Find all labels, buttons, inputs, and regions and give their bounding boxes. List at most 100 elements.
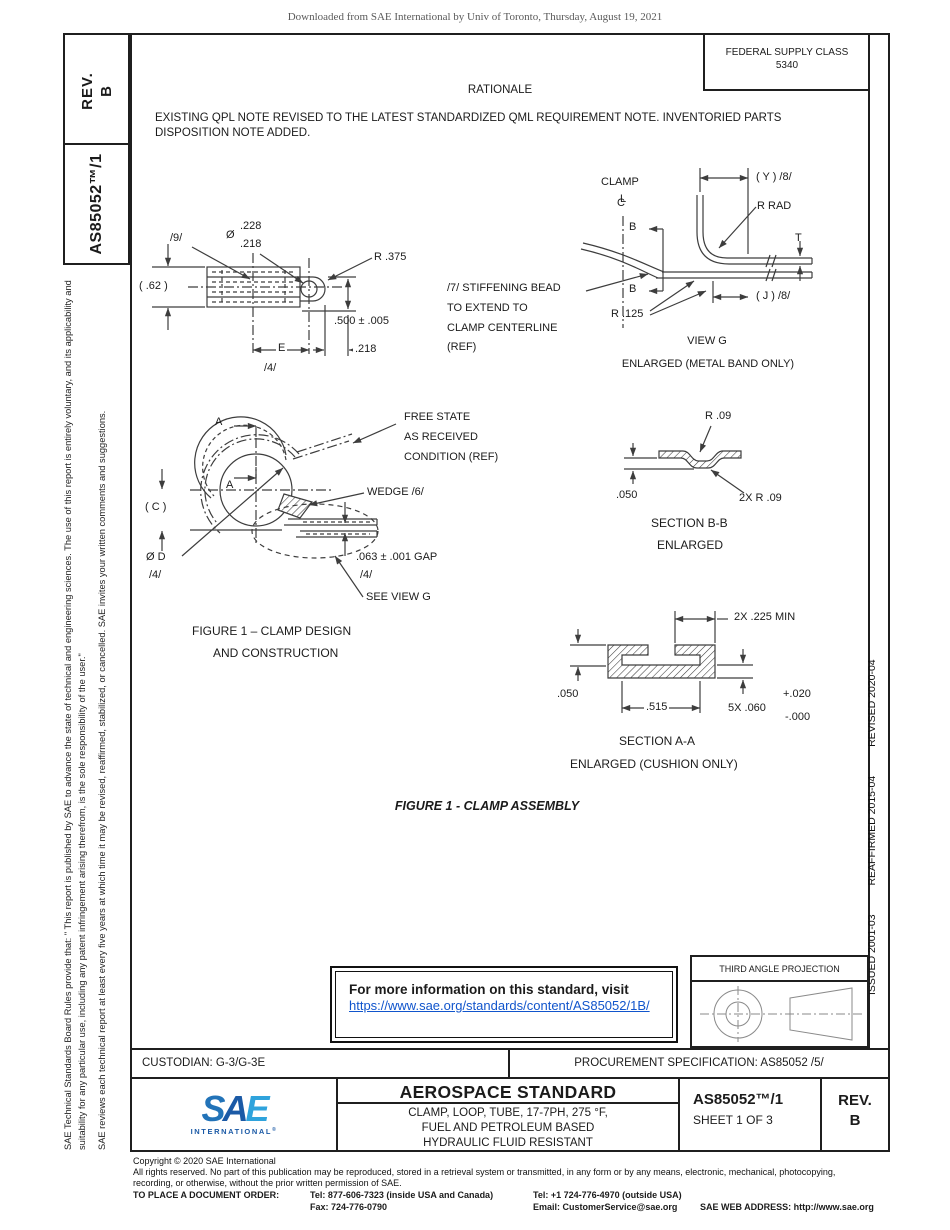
centerline-l: L xyxy=(620,193,627,205)
dim-050-aa: .050 xyxy=(557,688,579,700)
section-aa-title: SECTION A-A xyxy=(619,734,696,748)
email-address: Email: CustomerService@sae.org xyxy=(533,1202,678,1212)
free-state-note: CONDITION (REF) xyxy=(404,451,499,463)
procurement-cell: PROCUREMENT SPECIFICATION: AS85052 /5/ xyxy=(574,1057,824,1069)
more-info-box: For more information on this standard, v… xyxy=(330,966,678,1043)
sae-logo-e: E xyxy=(245,1088,270,1129)
doc-number: AS85052™/1 xyxy=(693,1091,784,1108)
dim-c: ( C ) xyxy=(145,501,167,513)
order-label: TO PLACE A DOCUMENT ORDER: xyxy=(133,1190,280,1200)
note7-line: CLAMP CENTERLINE xyxy=(447,322,558,334)
section-bb-subtitle: ENLARGED xyxy=(657,538,724,552)
rationale-body: EXISTING QPL NOTE REVISED TO THE LATEST … xyxy=(155,111,855,140)
fax-number: Fax: 724-776-0790 xyxy=(310,1202,388,1212)
subtitle-line: CLAMP, LOOP, TUBE, 17-7PH, 275 °F, xyxy=(408,1107,608,1119)
more-info-text: For more information on this standard, v… xyxy=(349,982,629,997)
diameter-symbol: Ø xyxy=(226,229,235,241)
dim-j8: ( J ) /8/ xyxy=(756,290,791,302)
sae-logo-a: A xyxy=(222,1088,249,1129)
revised-date: REVISED 2020-04 xyxy=(866,659,878,747)
third-angle-projection-label: THIRD ANGLE PROJECTION xyxy=(692,957,867,982)
federal-supply-class-box: FEDERAL SUPPLY CLASS 5340 xyxy=(703,33,869,91)
statement-2: SAE reviews each technical report at lea… xyxy=(97,410,107,1150)
rationale-line: EXISTING QPL NOTE REVISED TO THE LATEST … xyxy=(155,112,782,124)
section-a-marker: A xyxy=(226,479,234,491)
sae-logo-reg-mark: ® xyxy=(272,1127,278,1133)
dim-2xr09: 2X R .09 xyxy=(739,492,782,504)
statement-1: SAE Technical Standards Board Rules prov… xyxy=(63,280,87,1150)
revision-column-divider xyxy=(868,33,870,1048)
dim-r125: R .125 xyxy=(611,308,644,320)
section-a-marker: A xyxy=(215,416,223,428)
doc-number-cell: AS85052™/1 SHEET 1 OF 3 xyxy=(680,1079,822,1150)
section-b-marker: B xyxy=(629,221,637,233)
revision-history: ISSUED 2001-03 REAFFIRMED 2015-04 REVISE… xyxy=(866,615,886,995)
note7-line: TO EXTEND TO xyxy=(447,302,528,314)
dim-ref9: /9/ xyxy=(170,232,183,244)
third-angle-projection-icon xyxy=(700,986,862,1042)
dim-t: T xyxy=(795,232,802,244)
dim-62: ( .62 ) xyxy=(139,280,168,292)
rev-cell-value: B xyxy=(849,1112,861,1129)
copyright-line: Copyright © 2020 SAE International xyxy=(133,1156,276,1166)
free-state-note: AS RECEIVED xyxy=(404,431,478,443)
rev-box: REV. B xyxy=(63,33,130,145)
wedge-label: WEDGE /6/ xyxy=(367,486,424,498)
centerline-c: C xyxy=(617,197,625,209)
third-angle-projection-box: THIRD ANGLE PROJECTION xyxy=(690,955,869,1048)
rationale-heading: RATIONALE xyxy=(467,84,533,96)
dim-ref4: /4/ xyxy=(264,362,277,374)
rev-value: B xyxy=(97,85,115,97)
rationale-line: DISPOSITION NOTE ADDED. xyxy=(155,126,311,139)
dim-dia-d-ref: /4/ xyxy=(149,569,162,581)
rev-box-label: REV. B xyxy=(70,43,123,139)
custodian-cell: CUSTODIAN: G-3/G-3E xyxy=(132,1050,510,1077)
dim-y8: ( Y ) /8/ xyxy=(756,171,792,183)
title-block-row: SAE INTERNATIONAL® AEROSPACE STANDARD CL… xyxy=(132,1077,888,1150)
sae-board-statements: SAE Technical Standards Board Rules prov… xyxy=(62,267,130,1150)
standard-url-link[interactable]: https://www.sae.org/standards/content/AS… xyxy=(349,998,650,1013)
dim-e: E xyxy=(276,342,288,354)
standard-title-cell: AEROSPACE STANDARD CLAMP, LOOP, TUBE, 17… xyxy=(338,1079,680,1150)
more-info-inner: For more information on this standard, v… xyxy=(335,971,673,1038)
copyright-block: Copyright © 2020 SAE International All r… xyxy=(133,1156,835,1189)
rev-cell-label: REV. xyxy=(838,1092,872,1109)
dim-225min: 2X .225 MIN xyxy=(734,611,796,623)
dim-rrad: R RAD xyxy=(757,200,792,212)
dim-r375: R .375 xyxy=(374,251,407,263)
dim-r09: R .09 xyxy=(705,410,732,422)
sae-logo: SAE INTERNATIONAL® xyxy=(132,1079,338,1150)
dim-dia-d: Ø D xyxy=(146,551,166,563)
tel-outside: Tel: +1 724-776-4970 (outside USA) xyxy=(533,1190,682,1200)
dim-500: .500 ± .005 xyxy=(334,315,389,327)
section-b-marker: B xyxy=(629,283,637,295)
standard-subtitle: CLAMP, LOOP, TUBE, 17-7PH, 275 °F, FUEL … xyxy=(338,1104,678,1151)
sae-logo-word: SAE xyxy=(201,1091,269,1127)
rev-label: REV. xyxy=(78,72,96,110)
view-g-title: VIEW G xyxy=(687,335,727,347)
section-aa-subtitle: ENLARGED (CUSHION ONLY) xyxy=(570,757,738,771)
fsc-title: FEDERAL SUPPLY CLASS xyxy=(725,47,849,58)
centerline-symbol: C L xyxy=(617,193,629,211)
free-state-note: FREE STATE xyxy=(404,411,471,423)
sae-logo-subtext: INTERNATIONAL® xyxy=(191,1127,278,1136)
tol-minus: -.000 xyxy=(785,711,811,723)
dim-515: .515 xyxy=(644,701,670,713)
tol-plus: +.020 xyxy=(783,688,811,700)
copyright-line: All rights reserved. No part of this pub… xyxy=(133,1167,836,1177)
sheet-number: SHEET 1 OF 3 xyxy=(693,1113,773,1127)
custodian-row: CUSTODIAN: G-3/G-3E PROCUREMENT SPECIFIC… xyxy=(132,1048,888,1077)
dim-dia-lower: .218 xyxy=(240,238,262,250)
label-clamp: CLAMP xyxy=(601,176,639,188)
dim-5x060: 5X .060 xyxy=(728,702,766,714)
web-address: SAE WEB ADDRESS: http://www.sae.org xyxy=(700,1202,874,1212)
copyright-line: recording, or otherwise, without the pri… xyxy=(133,1178,402,1188)
dim-050-bb: .050 xyxy=(616,489,638,501)
figure1-design-caption: FIGURE 1 – CLAMP DESIGN xyxy=(192,624,352,638)
tel-inside: Tel: 877-606-7323 (inside USA and Canada… xyxy=(310,1190,494,1200)
reaffirmed-date: REAFFIRMED 2015-04 xyxy=(866,775,878,886)
dim-dia-upper: .228 xyxy=(240,220,262,232)
fsc-code: 5340 xyxy=(775,60,799,71)
sae-logo-s: S xyxy=(201,1088,225,1129)
